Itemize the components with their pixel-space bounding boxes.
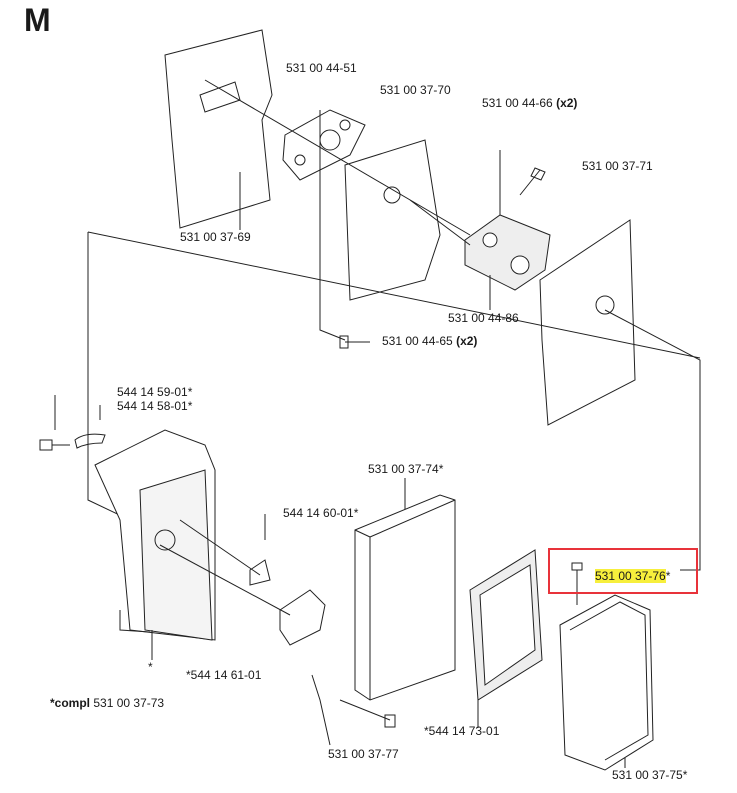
label-531-00-37-74: 531 00 37-74* — [368, 462, 444, 476]
adapter-44-86 — [464, 214, 551, 291]
highlighted-part-number: 531 00 37-76 — [595, 569, 666, 583]
screw-left — [39, 439, 70, 451]
label-531-00-44-86: 531 00 44-86 — [448, 311, 519, 325]
clip — [74, 433, 106, 449]
asterisk-marker: * — [148, 660, 153, 674]
label-531-00-37-70: 531 00 37-70 — [380, 83, 451, 97]
bracket — [279, 589, 326, 646]
label-544-14-58-01: 544 14 58-01* — [117, 399, 193, 413]
screw-44-65 — [339, 335, 370, 349]
gasket-37-69 — [164, 29, 273, 229]
label-531-00-37-75: 531 00 37-75* — [612, 768, 688, 782]
label-531-00-44-51: 531 00 44-51 — [286, 61, 357, 75]
label-531-00-37-77: 531 00 37-77 — [328, 747, 399, 761]
section-letter: M — [24, 2, 51, 38]
asterisk: * — [665, 569, 671, 583]
part-number: 531 00 37-73 — [93, 696, 165, 710]
screw-37-76 — [571, 562, 583, 605]
label-531-00-37-71: 531 00 37-71 — [582, 159, 653, 173]
quantity: (x2) — [456, 334, 478, 348]
quantity: (x2) — [556, 96, 578, 110]
flange-44-51 — [282, 109, 366, 181]
gasket-37-71 — [539, 219, 636, 426]
gasket-37-70 — [344, 139, 441, 301]
compl-prefix: *compl — [50, 696, 91, 710]
label-544-14-73-01: *544 14 73-01 — [424, 724, 500, 738]
label-531-00-44-66: 531 00 44-66 (x2) — [482, 96, 577, 110]
filter-cover — [559, 594, 654, 771]
choke-lever — [249, 559, 271, 586]
label-544-14-59-01: 544 14 59-01* — [117, 385, 193, 399]
screw-44-66 — [519, 167, 546, 196]
highlight-box — [548, 548, 698, 594]
label-544-14-61-01: *544 14 61-01 — [186, 668, 262, 682]
bolt-37-77 — [339, 699, 396, 728]
label-compl-531-00-37-73: *compl 531 00 37-73 — [50, 696, 164, 710]
part-number: 531 00 44-65 — [382, 334, 453, 348]
label-531-00-37-69: 531 00 37-69 — [180, 230, 251, 244]
label-544-14-60-01: 544 14 60-01* — [283, 506, 359, 520]
filter-element — [354, 494, 456, 701]
label-531-00-44-65: 531 00 44-65 (x2) — [382, 334, 477, 348]
part-number: 531 00 44-66 — [482, 96, 553, 110]
label-531-00-37-76: 531 00 37-76* — [595, 569, 670, 583]
